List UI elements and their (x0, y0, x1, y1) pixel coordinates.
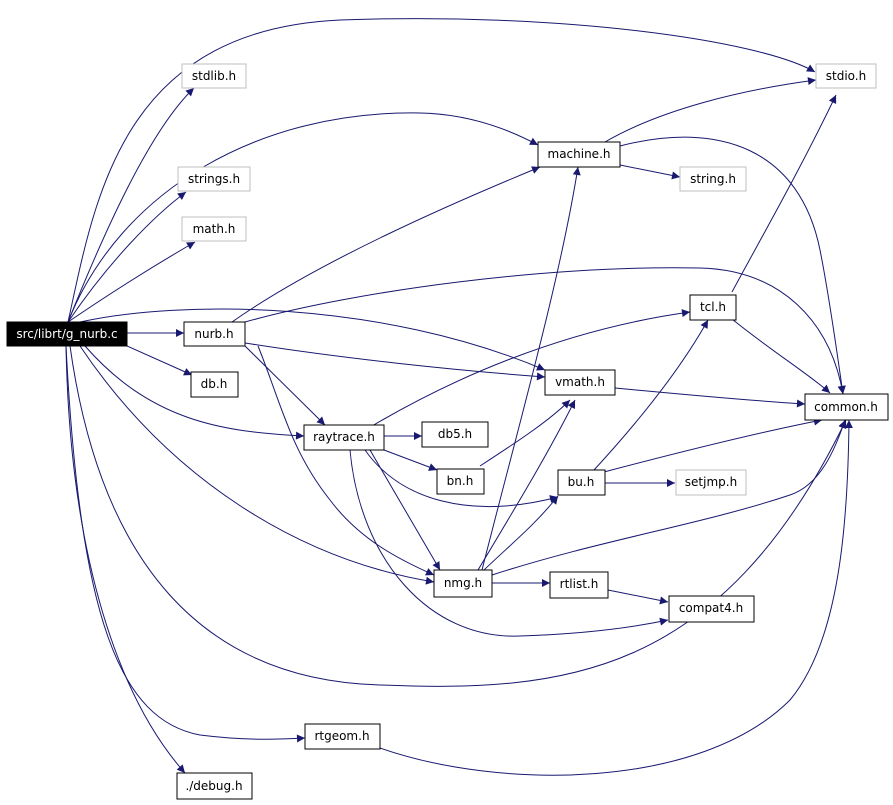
node-nmg-h[interactable]: nmg.h (433, 569, 493, 598)
node-debug-h[interactable]: ./debug.h (176, 772, 253, 800)
edge-nmg-machine (481, 166, 581, 571)
node-label: rtlist.h (560, 577, 599, 591)
edge-g_nurb-db (126, 345, 193, 376)
node-label: common.h (814, 400, 878, 414)
edge-g_nurb-stdio (67, 18, 816, 323)
edge-nurb-vmath (244, 342, 546, 381)
edge-vmath-common (614, 387, 806, 408)
edge-g_nurb-rtgeom (65, 345, 306, 743)
node-label: compat4.h (679, 601, 743, 615)
node-g-nurb-c[interactable]: src/librt/g_nurb.c (6, 321, 128, 347)
node-common-h[interactable]: common.h (804, 393, 889, 421)
node-vmath-h[interactable]: vmath.h (544, 369, 616, 396)
edge-raytrace-bn (383, 449, 438, 471)
node-label: bn.h (447, 474, 474, 488)
edge-raytrace-nmg (369, 449, 441, 571)
edge-g_nurb-raytrace (84, 345, 305, 440)
edge-g_nurb-debug (65, 345, 186, 774)
node-stdio-h[interactable]: stdio.h (815, 63, 877, 89)
edge-machine-common (619, 136, 846, 395)
node-label: bu.h (568, 475, 595, 489)
node-raytrace-h[interactable]: raytrace.h (303, 424, 385, 451)
node-math-h[interactable]: math.h (181, 216, 247, 242)
node-nurb-h[interactable]: nurb.h (183, 321, 246, 347)
node-label: raytrace.h (313, 430, 375, 444)
edge-rtlist-compat4 (607, 589, 669, 605)
edge-raytrace-tcl (371, 309, 691, 427)
node-setjmp-h[interactable]: setjmp.h (675, 469, 747, 496)
dependency-edges (65, 18, 853, 776)
node-label: db.h (201, 377, 228, 391)
node-tcl-h[interactable]: tcl.h (689, 294, 737, 321)
edge-rtgeom-common (379, 419, 853, 776)
edge-nmg-vmath (477, 399, 576, 571)
node-label: tcl.h (700, 300, 726, 314)
edge-raytrace-compat4 (349, 449, 669, 637)
edge-machine-string (619, 164, 681, 180)
edge-nurb-common (244, 267, 846, 395)
node-label: nmg.h (444, 576, 482, 590)
node-rtgeom-h[interactable]: rtgeom.h (304, 723, 381, 750)
node-label: strings.h (188, 172, 240, 186)
node-bu-h[interactable]: bu.h (557, 469, 606, 496)
edge-nurb-raytrace (244, 345, 326, 426)
edge-nmg-bu (483, 495, 559, 571)
node-db-h[interactable]: db.h (190, 371, 239, 398)
node-string-h[interactable]: string.h (679, 166, 747, 192)
edge-g_nurb-stdlib (67, 87, 195, 323)
edge-nurb-machine (231, 166, 541, 323)
edge-g_nurb-nmg (79, 345, 435, 585)
node-label: machine.h (548, 147, 611, 161)
node-label: string.h (690, 172, 736, 186)
node-stdlib-h[interactable]: stdlib.h (181, 63, 247, 89)
edge-g_nurb-math (67, 241, 196, 323)
node-rtlist-h[interactable]: rtlist.h (549, 571, 609, 599)
edge-nurb-nmg (257, 345, 435, 576)
node-label: db5.h (438, 427, 472, 441)
node-label: stdlib.h (192, 69, 236, 83)
edge-nmg-common (491, 419, 847, 576)
node-label: ./debug.h (185, 779, 242, 793)
node-label: setjmp.h (685, 475, 737, 489)
node-label: rtgeom.h (314, 729, 369, 743)
node-bn-h[interactable]: bn.h (436, 468, 485, 495)
node-db5-h[interactable]: db5.h (421, 421, 489, 448)
node-label: src/librt/g_nurb.c (16, 327, 117, 341)
edge-tcl-stdio (731, 94, 837, 293)
node-compat4-h[interactable]: compat4.h (668, 595, 755, 623)
edge-bn-vmath (479, 399, 571, 467)
node-strings-h[interactable]: strings.h (177, 166, 251, 192)
node-label: math.h (193, 222, 236, 236)
edge-g_nurb-common (69, 345, 847, 687)
node-label: vmath.h (555, 375, 605, 389)
node-label: stdio.h (826, 69, 866, 83)
edge-tcl-common (731, 318, 831, 394)
edge-g_nurb-strings (67, 191, 187, 323)
node-label: nurb.h (194, 327, 233, 341)
edge-bu-tcl (593, 319, 709, 471)
node-machine-h[interactable]: machine.h (537, 141, 621, 168)
file-nodes: src/librt/g_nurb.c stdlib.h strings.h ma… (6, 63, 889, 800)
edge-bu-common (603, 417, 823, 473)
edge-machine-stdio (604, 77, 817, 143)
edge-g_nurb-vmath (79, 308, 546, 371)
edge-g_nurb-machine (67, 112, 539, 323)
